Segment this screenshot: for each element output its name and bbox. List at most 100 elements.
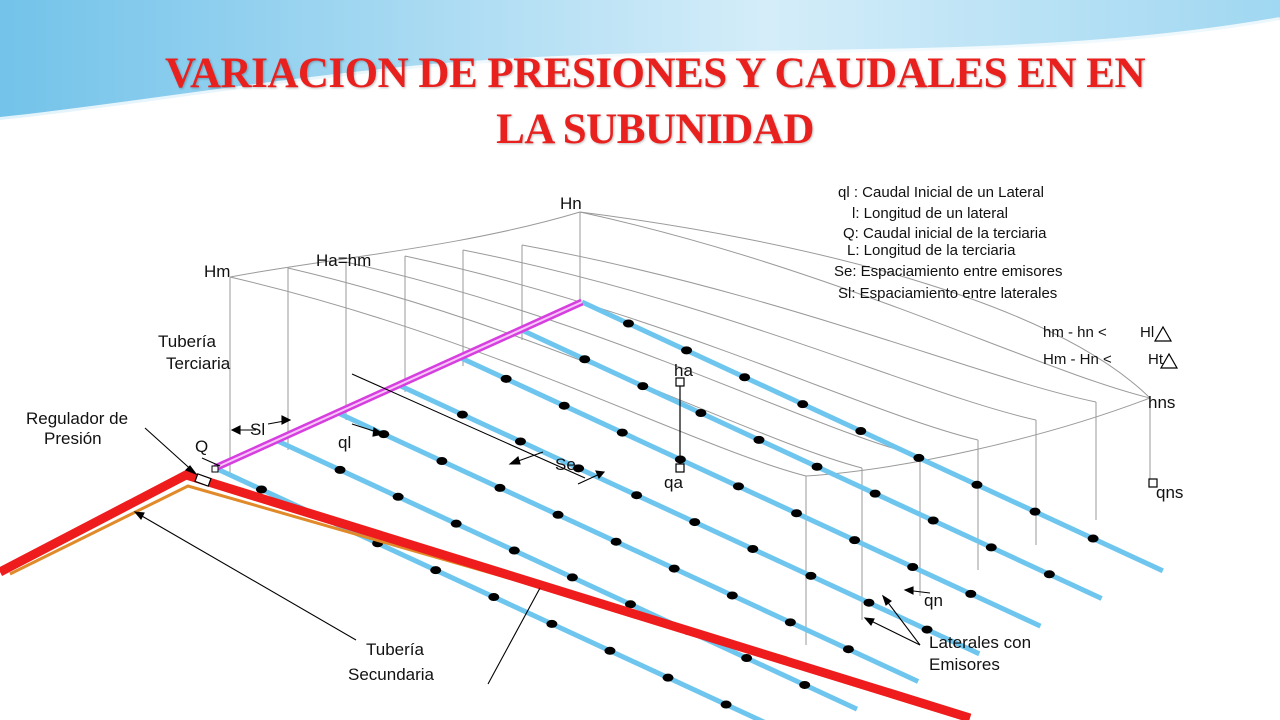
legend-line: l: Longitud de un lateral	[852, 205, 1008, 222]
emitter-dot	[392, 492, 404, 501]
title-line-1: VARIACION DE PRESIONES Y CAUDALES EN EN	[164, 50, 1146, 97]
emitter-dot	[849, 536, 861, 545]
lateral-line	[336, 410, 920, 684]
pressure-curve	[229, 276, 807, 477]
emitter-dot	[508, 546, 520, 555]
emitter-dot	[863, 598, 875, 607]
lateral-line	[213, 465, 766, 720]
emitter-dot	[456, 410, 468, 419]
emitter-dot	[546, 619, 558, 628]
emitter-dot	[1043, 570, 1055, 579]
qns-marker-icon	[1148, 478, 1158, 488]
emitter-dot	[1029, 507, 1041, 516]
emitter-dot	[450, 519, 462, 528]
emitter-dot	[805, 571, 817, 580]
emitter-dot	[616, 428, 628, 437]
emitter-dot	[610, 537, 622, 546]
qa-label: qa	[664, 473, 683, 492]
lateral-line	[580, 299, 1164, 574]
emitter-dot	[753, 435, 765, 444]
emitter-dot	[739, 373, 751, 382]
lateral-line	[275, 438, 859, 712]
emitter-dot	[579, 355, 591, 364]
pressure-curve	[404, 255, 979, 441]
emitter-dot	[797, 400, 809, 409]
emitter-dot	[811, 462, 823, 471]
emitter-dot	[255, 485, 267, 494]
emitter-dot	[720, 700, 732, 709]
emitter-dot	[921, 625, 933, 634]
secondary-pipe	[0, 470, 972, 720]
emitter-dot	[558, 401, 570, 410]
pressure-curve	[805, 397, 1151, 477]
emitter-dot	[681, 346, 693, 355]
pressure-regulator-icon	[194, 473, 212, 487]
emitter-dot	[799, 680, 811, 689]
title-line-2: LA SUBUNIDAD	[496, 106, 814, 153]
emitter-dot	[624, 600, 636, 609]
legend-line: Q: Caudal inicial de la terciaria	[843, 225, 1047, 242]
ha-label: ha	[674, 361, 693, 380]
emitter-dot	[784, 618, 796, 627]
lateral-line	[397, 382, 981, 657]
leader-lines	[133, 373, 931, 685]
emitter-dot	[869, 489, 881, 498]
sl-label: Sl	[250, 420, 265, 439]
header-wave	[0, 0, 1280, 120]
emitter-dot	[604, 646, 616, 655]
emitter-dot	[566, 573, 578, 582]
pressure-verticals	[229, 212, 1151, 645]
emitter-dot	[500, 374, 512, 383]
regulador-label-2: Presión	[44, 429, 102, 448]
pressure-curve	[229, 211, 581, 278]
tuberia-terciaria-label-1: Tubería	[158, 332, 217, 351]
emitter-dot	[726, 591, 738, 600]
q-label: Q	[195, 437, 208, 456]
equations: hm - hn < Hl Hm - Hn < Ht	[1043, 324, 1179, 369]
hns-label: hns	[1148, 393, 1175, 412]
emitter-dot	[927, 516, 939, 525]
delta-icon	[1153, 325, 1173, 342]
emitter-dot	[668, 564, 680, 573]
tuberia-terciaria-label-2: Terciaria	[166, 354, 231, 373]
emitter-dot	[971, 480, 983, 489]
emitter-dot	[985, 543, 997, 552]
tuberia-secundaria-label-1: Tubería	[366, 640, 425, 659]
emitter-dot	[430, 566, 442, 575]
emitter-dot	[637, 382, 649, 391]
pressure-curve	[521, 244, 1097, 403]
lateral-line	[458, 355, 1042, 629]
emitter-dot	[689, 518, 701, 527]
emitter-dot	[791, 509, 803, 518]
emitter-dot	[334, 465, 346, 474]
emitter-dot	[631, 491, 643, 500]
emitter-dot	[494, 483, 506, 492]
hn-label: Hn	[560, 194, 582, 213]
tuberia-secundaria-label-2: Secundaria	[348, 665, 435, 684]
emitter-dot	[913, 453, 925, 462]
regulator-valve-icon	[211, 465, 219, 473]
equation-1: hm - hn <	[1043, 324, 1107, 341]
lateral-line	[519, 327, 1103, 601]
emitter-dot	[552, 510, 564, 519]
emitter-dot	[436, 457, 448, 466]
laterales-label-2: Emisores	[929, 655, 1000, 674]
equation-2-symbol: Ht	[1148, 351, 1164, 368]
equation-1-symbol: Hl	[1140, 324, 1154, 341]
emitter-dot	[1087, 534, 1099, 543]
legend-line: Se: Espaciamiento entre emisores	[834, 263, 1062, 280]
tertiary-pipe-highlight	[214, 301, 583, 469]
equation-2: Hm - Hn <	[1043, 351, 1112, 368]
emitter-dot	[622, 319, 634, 328]
ql-label: ql	[338, 433, 351, 452]
emitter-dot	[488, 593, 500, 602]
emitter-dot	[662, 673, 674, 682]
emitter-dot	[514, 437, 526, 446]
se-label: Se	[555, 455, 576, 474]
hm-label: Hm	[204, 262, 230, 281]
emitter-dot	[732, 482, 744, 491]
qns-label: qns	[1156, 483, 1183, 502]
emitter-dot	[907, 562, 919, 571]
